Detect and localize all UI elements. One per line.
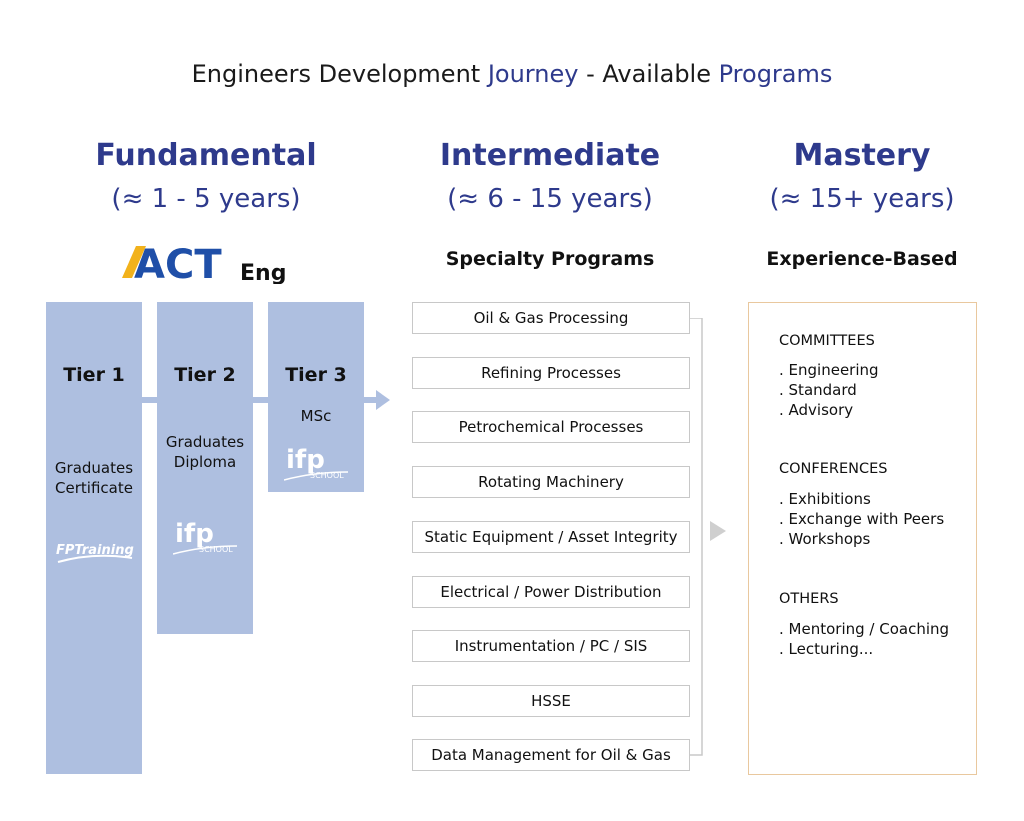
- exp-item: . Engineering: [779, 361, 879, 379]
- exp-item: . Advisory: [779, 401, 854, 419]
- program-instrumentation: Instrumentation / PC / SIS: [412, 630, 690, 662]
- tier-3-name: Tier 3: [285, 364, 347, 386]
- programs-bracket: [690, 317, 740, 762]
- tier-2-name: Tier 2: [174, 364, 236, 386]
- tier-3-desc: MSc: [300, 407, 332, 425]
- title-highlight-journey: Journey: [487, 60, 579, 88]
- exp-heading-others: OTHERS: [779, 591, 839, 607]
- exp-heading-committees: COMMITTEES: [779, 333, 875, 349]
- title-part1: Engineers Development: [191, 60, 488, 88]
- program-static-equipment: Static Equipment / Asset Integrity: [412, 521, 690, 553]
- tier-1-name: Tier 1: [63, 364, 125, 386]
- exp-item: . Mentoring / Coaching: [779, 620, 950, 638]
- exp-heading-conferences: CONFERENCES: [779, 461, 888, 477]
- tier-1-card: Tier 1 Graduates Certificate FPTraining: [46, 302, 142, 774]
- years-fundamental: (≈ 1 - 5 years): [111, 184, 301, 214]
- tier-2-desc-line1: Graduates: [165, 433, 245, 451]
- exp-item: . Standard: [779, 381, 857, 399]
- tier-3-card: Tier 3 MSc ifp SCHOOL: [268, 302, 364, 492]
- program-oil-gas-processing: Oil & Gas Processing: [412, 302, 690, 334]
- program-petrochemical-processes: Petrochemical Processes: [412, 411, 690, 443]
- title-part2: - Available: [578, 60, 719, 88]
- svg-text:SCHOOL: SCHOOL: [310, 471, 344, 480]
- svg-text:SCHOOL: SCHOOL: [199, 545, 233, 554]
- tier-2-desc-line2: Diploma: [173, 453, 237, 471]
- exp-item: . Lecturing...: [779, 640, 874, 658]
- fp-training-logo: FPTraining: [54, 538, 134, 572]
- label-experience-based: Experience-Based: [766, 248, 958, 270]
- program-electrical-power: Electrical / Power Distribution: [412, 576, 690, 608]
- program-rotating-machinery: Rotating Machinery: [412, 466, 690, 498]
- tier-1-desc-line1: Graduates: [54, 459, 134, 477]
- years-mastery: (≈ 15+ years): [769, 184, 955, 214]
- heading-fundamental: Fundamental: [95, 138, 317, 173]
- exp-item: . Workshops: [779, 530, 871, 548]
- ifp-school-logo-tier3: ifp SCHOOL: [283, 442, 350, 486]
- program-hsse: HSSE: [412, 685, 690, 717]
- page-title: Engineers Development Journey - Availabl…: [0, 60, 1024, 88]
- years-intermediate: (≈ 6 - 15 years): [447, 184, 653, 214]
- heading-intermediate: Intermediate: [439, 138, 661, 173]
- tier-1-desc-line2: Certificate: [55, 479, 133, 497]
- svg-text:ifp: ifp: [175, 519, 214, 549]
- label-specialty-programs: Specialty Programs: [445, 248, 655, 270]
- experience-box: COMMITTEES . Engineering . Standard . Ad…: [748, 302, 977, 775]
- arrow-to-intermediate: [362, 388, 392, 416]
- tier-2-card: Tier 2 Graduates Diploma ifp SCHOOL: [157, 302, 253, 634]
- exp-item: . Exchange with Peers: [779, 510, 945, 528]
- ifp-school-logo-tier2: ifp SCHOOL: [172, 516, 239, 560]
- act-eng-logo: ACT Eng: [120, 240, 300, 288]
- heading-mastery: Mastery: [793, 138, 931, 173]
- act-logo-text: ACT: [134, 242, 222, 284]
- title-highlight-programs: Programs: [718, 60, 833, 88]
- program-refining-processes: Refining Processes: [412, 357, 690, 389]
- eng-logo-text: Eng: [240, 261, 286, 284]
- exp-item: . Exhibitions: [779, 490, 871, 508]
- svg-text:ifp: ifp: [286, 445, 325, 475]
- program-data-management: Data Management for Oil & Gas: [412, 739, 690, 771]
- fp-training-logo-text: FPTraining: [56, 543, 134, 558]
